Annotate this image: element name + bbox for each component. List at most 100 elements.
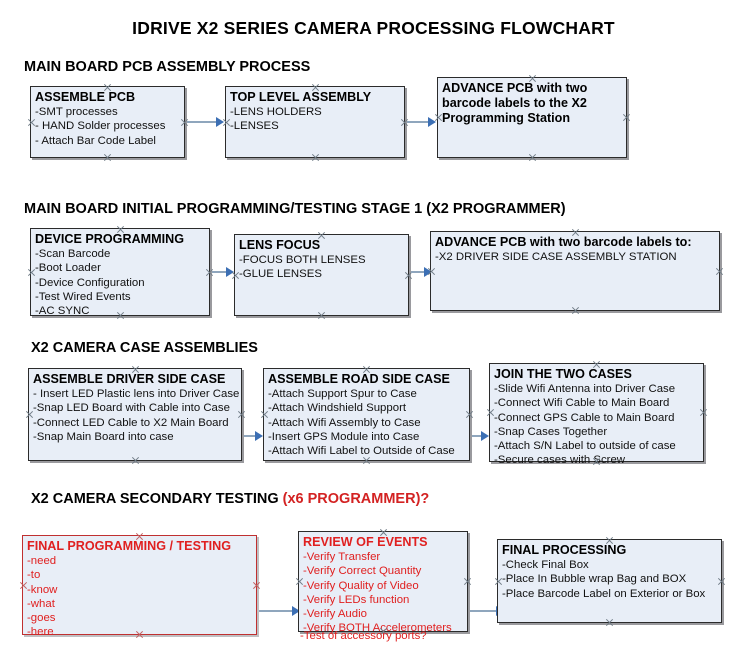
box-device-programming[interactable]: DEVICE PROGRAMMING -Scan Barcode -Boot L… — [27, 225, 210, 318]
connector-3a — [244, 435, 260, 437]
connector-handle-top[interactable] — [135, 532, 144, 541]
connector-handle-top[interactable] — [116, 225, 125, 234]
connector-handle-left[interactable] — [19, 581, 28, 590]
connector-handle-right[interactable] — [252, 581, 261, 590]
connector-handle-top[interactable] — [528, 74, 537, 83]
box-final-programming-testing-line-6: -here — [27, 626, 54, 639]
box-assemble-pcb-line-3: - Attach Bar Code Label — [35, 134, 156, 147]
connector-handle-bottom[interactable] — [135, 630, 144, 639]
box-assemble-driver-side-case-line-2: -Snap LED Board with Cable into Case — [33, 402, 230, 415]
connector-handle-right[interactable] — [465, 410, 474, 419]
connector-handle-top[interactable] — [592, 360, 601, 369]
connector-3b — [472, 435, 486, 437]
connector-handle-left[interactable] — [295, 577, 304, 586]
box-device-programming-line-1: -Scan Barcode — [35, 248, 111, 260]
connector-handle-top[interactable] — [317, 231, 326, 240]
arrowhead-4a-icon — [292, 606, 300, 616]
connector-2a — [212, 271, 230, 273]
arrowhead-3a-icon — [255, 431, 263, 441]
box-review-of-events-overflow-line: -Test of accessory ports? — [300, 630, 427, 642]
section-heading-3-text: X2 CAMERA CASE ASSEMBLIES — [31, 340, 258, 356]
connector-handle-right[interactable] — [463, 577, 472, 586]
box-join-the-two-cases-line-3: -Connect GPS Cable to Main Board — [494, 411, 675, 424]
connector-handle-top[interactable] — [379, 528, 388, 537]
connector-handle-bottom[interactable] — [605, 618, 614, 627]
box-device-programming-line-2: -Boot Loader — [35, 262, 101, 275]
box-join-the-two-cases-line-1: -Slide Wifi Antenna into Driver Case — [494, 383, 676, 395]
connector-handle-right[interactable] — [717, 577, 726, 586]
box-top-level-assembly[interactable]: TOP LEVEL ASSEMBLY -LENS HOLDERS -LENSES — [225, 86, 405, 158]
box-lens-focus-line-2: -GLUE LENSES — [239, 268, 322, 281]
connector-handle-bottom[interactable] — [317, 311, 326, 320]
box-device-programming-line-4: -Test Wired Events — [35, 290, 131, 303]
box-assemble-road-side-case[interactable]: ASSEMBLE ROAD SIDE CASE -Attach Support … — [263, 368, 470, 461]
box-review-of-events-line-1: -Verify Transfer — [303, 551, 381, 563]
connector-handle-left[interactable] — [27, 268, 36, 277]
box-assemble-driver-side-case[interactable]: ASSEMBLE DRIVER SIDE CASE - Insert LED P… — [28, 368, 242, 461]
box-assemble-road-side-case-line-1: -Attach Support Spur to Case — [268, 388, 417, 400]
connector-handle-right[interactable] — [699, 408, 708, 417]
box-review-of-events[interactable]: REVIEW OF EVENTS -Verify Transfer -Verif… — [295, 528, 468, 635]
connector-handle-bottom[interactable] — [116, 311, 125, 320]
box-assemble-pcb[interactable]: ASSEMBLE PCB -SMT processes - HAND Solde… — [30, 86, 185, 158]
connector-handle-top[interactable] — [571, 228, 580, 237]
box-join-the-two-cases[interactable]: JOIN THE TWO CASES -Slide Wifi Antenna i… — [486, 360, 704, 466]
box-review-of-events-line-5: -Verify Audio — [303, 608, 367, 621]
connector-handle-top[interactable] — [362, 365, 371, 374]
box-final-programming-testing-line-3: -know — [27, 583, 58, 596]
box-lens-focus-title: LENS FOCUS — [239, 238, 321, 252]
section-heading-2: MAIN BOARD INITIAL PROGRAMMING/TESTING S… — [24, 201, 566, 217]
connector-handle-top[interactable] — [605, 536, 614, 545]
box-top-level-assembly-title: TOP LEVEL ASSEMBLY — [230, 90, 372, 104]
connector-handle-bottom[interactable] — [311, 153, 320, 162]
box-assemble-road-side-case-line-3: -Attach Wifi Assembly to Case — [268, 416, 421, 429]
connector-handle-bottom[interactable] — [131, 456, 140, 465]
connector-handle-bottom[interactable] — [362, 456, 371, 465]
arrowhead-3b-icon — [481, 431, 489, 441]
box-review-of-events-line-6: -Verify BOTH Accelerometers — [303, 622, 452, 635]
connector-handle-left[interactable] — [27, 118, 36, 127]
section-heading-4: X2 CAMERA SECONDARY TESTING (x6 PROGRAMM… — [31, 491, 429, 507]
box-assemble-driver-side-case-title: ASSEMBLE DRIVER SIDE CASE — [33, 372, 226, 386]
connector-handle-right[interactable] — [622, 113, 631, 122]
box-advance-pcb-to-driver-case-station[interactable]: ADVANCE PCB with two barcode labels to: … — [430, 231, 720, 311]
connector-handle-bottom[interactable] — [571, 306, 580, 315]
connector-handle-left[interactable] — [222, 118, 231, 127]
connector-handle-left[interactable] — [260, 410, 269, 419]
box-review-of-events-line-4: -Verify LEDs function — [303, 593, 410, 606]
connector-1a — [187, 121, 220, 123]
section-heading-1-text: MAIN BOARD PCB ASSEMBLY PROCESS — [24, 59, 311, 75]
box-assemble-pcb-title: ASSEMBLE PCB — [35, 90, 136, 104]
page-title: IDRIVE X2 SERIES CAMERA PROCESSING FLOWC… — [132, 18, 615, 38]
connector-handle-top[interactable] — [311, 83, 320, 92]
box-assemble-road-side-case-line-5: -Attach Wifi Label to Outside of Case — [268, 445, 455, 458]
box-device-programming-line-5: -AC SYNC — [35, 305, 90, 318]
box-review-of-events-title: REVIEW OF EVENTS — [303, 535, 428, 549]
connector-handle-left[interactable] — [427, 267, 436, 276]
box-lens-focus[interactable]: LENS FOCUS -FOCUS BOTH LENSES -GLUE LENS… — [234, 234, 409, 316]
connector-handle-left[interactable] — [434, 113, 443, 122]
box-final-programming-testing[interactable]: FINAL PROGRAMMING / TESTING -need -to -k… — [19, 532, 257, 638]
connector-handle-left[interactable] — [25, 410, 34, 419]
box-final-programming-testing-title: FINAL PROGRAMMING / TESTING — [27, 539, 232, 553]
arrowhead-1a-icon — [216, 117, 224, 127]
connector-handle-bottom[interactable] — [103, 153, 112, 162]
connector-handle-right[interactable] — [715, 267, 724, 276]
connector-handle-top[interactable] — [131, 365, 140, 374]
connector-handle-left[interactable] — [231, 271, 240, 280]
box-final-processing-line-1: -Check Final Box — [502, 559, 589, 571]
box-assemble-road-side-case-title: ASSEMBLE ROAD SIDE CASE — [268, 372, 450, 386]
box-advance-pcb-to-programming-station[interactable]: ADVANCE PCB with two barcode labels to t… — [437, 77, 627, 158]
connector-handle-left[interactable] — [486, 408, 495, 417]
connector-handle-right[interactable] — [237, 410, 246, 419]
arrowhead-1b-icon — [428, 117, 436, 127]
box-final-processing[interactable]: FINAL PROCESSING -Check Final Box -Place… — [497, 539, 722, 623]
connector-handle-top[interactable] — [103, 83, 112, 92]
connector-4a — [259, 610, 296, 612]
connector-handle-bottom[interactable] — [592, 457, 601, 466]
box-final-processing-line-2: -Place In Bubble wrap Bag and BOX — [502, 573, 687, 586]
connector-handle-bottom[interactable] — [528, 153, 537, 162]
connector-handle-left[interactable] — [494, 577, 503, 586]
box-final-processing-title: FINAL PROCESSING — [502, 543, 627, 557]
